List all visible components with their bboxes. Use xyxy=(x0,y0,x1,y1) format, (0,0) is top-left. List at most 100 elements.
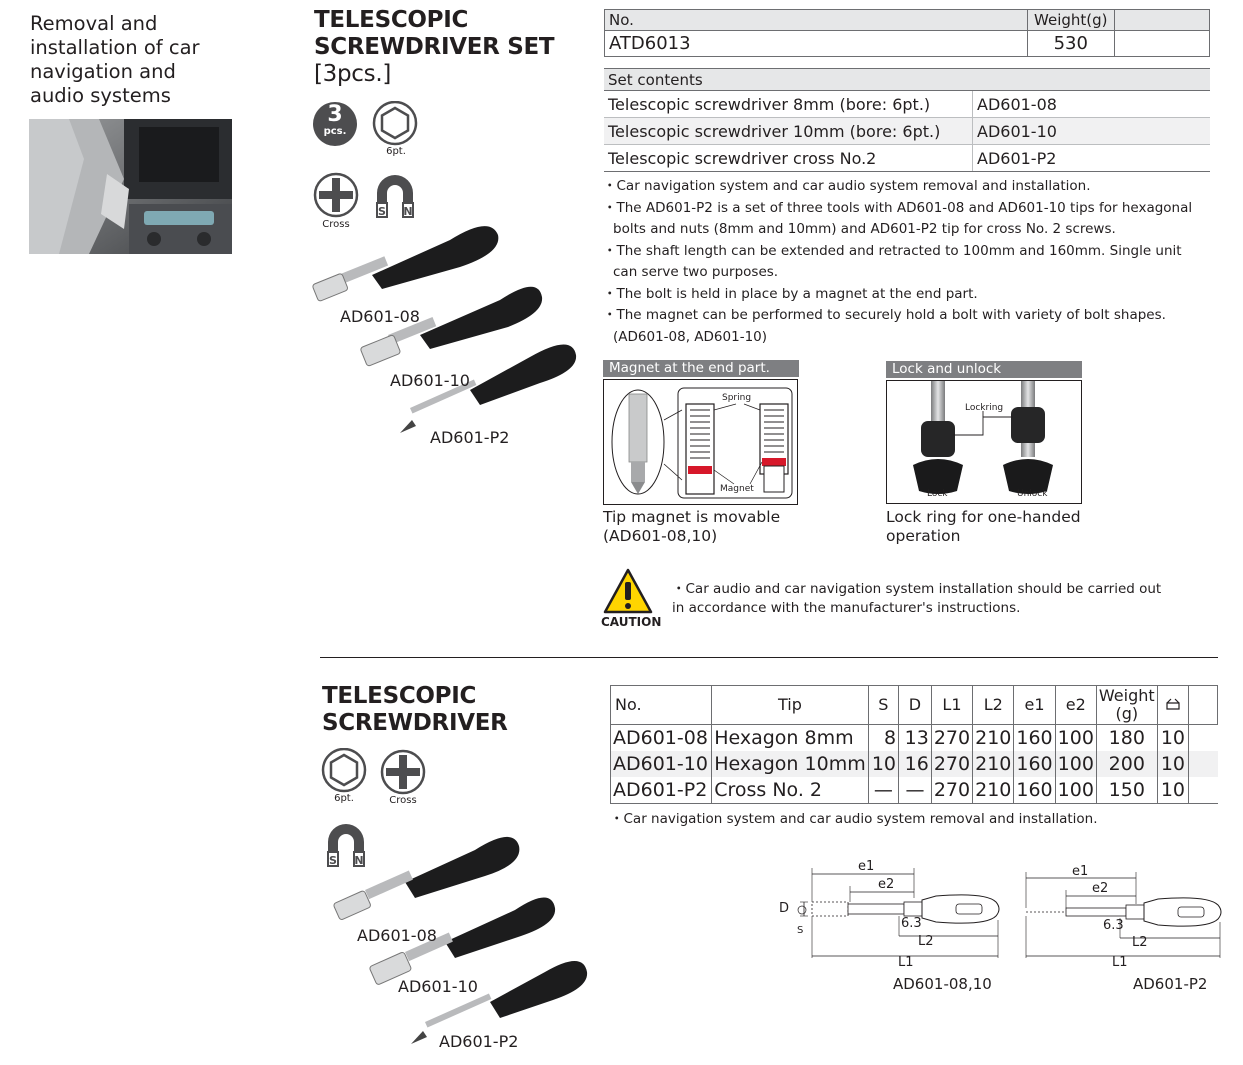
spec-tip: Hexagon 10mm xyxy=(711,751,869,777)
spec-qty: 10 xyxy=(1156,777,1189,804)
spec-s: 8 xyxy=(867,724,899,751)
spec-tip: Hexagon 8mm xyxy=(711,724,869,751)
weight-header-line-2: (g) xyxy=(1115,704,1139,723)
lockring-label: Lockring xyxy=(965,403,1004,413)
set-weight: 530 xyxy=(1026,30,1115,57)
content-name: Telescopic screwdriver 10mm (bore: 6pt.) xyxy=(604,117,973,145)
set-number: ATD6013 xyxy=(604,30,1028,57)
spec-tip: Cross No. 2 xyxy=(711,777,869,804)
spec-l1: 270 xyxy=(930,724,973,751)
single-feature-list: ・Car navigation system and car audio sys… xyxy=(610,809,1210,831)
lock-figure-label: Lock and unlock xyxy=(886,361,1082,378)
magnet-label: Magnet xyxy=(720,484,754,494)
single-tool-label-ad601-08: AD601-08 xyxy=(357,926,437,945)
cross-tip-icon xyxy=(313,172,359,218)
caption-line: (AD601-08,10) xyxy=(603,527,718,545)
hexagon-6pt-icon xyxy=(320,747,368,796)
set-feature-list: ・Car navigation system and car audio sys… xyxy=(603,176,1203,348)
col-header-s: S xyxy=(867,685,900,725)
set-title-line-3: [3pcs.] xyxy=(314,61,392,87)
screwdriver-ad601-p2-image xyxy=(411,961,588,1044)
spec-d: 13 xyxy=(898,724,932,751)
list-item: ・The shaft length can be extended and re… xyxy=(603,242,1182,281)
screwdriver-ad601-08-image xyxy=(333,836,520,920)
col-header-d: D xyxy=(898,685,932,725)
col-header-e2: e2 xyxy=(1054,685,1097,725)
set-tool-label-ad601-10: AD601-10 xyxy=(390,371,470,390)
content-name: Telescopic screwdriver cross No.2 xyxy=(604,144,973,172)
cross-icon-label: Cross xyxy=(389,795,417,806)
spec-d: 16 xyxy=(898,751,932,777)
svg-text:S: S xyxy=(329,854,337,867)
screwdriver-ad601-08-image xyxy=(312,226,499,302)
cross-diagram-caption: AD601-P2 xyxy=(1133,975,1208,993)
set-title: TELESCOPIC SCREWDRIVER SET [3pcs.] xyxy=(314,7,574,88)
list-item: ・The magnet can be performed to securely… xyxy=(603,307,1166,345)
spec-weight: 180 xyxy=(1095,724,1158,751)
list-item: ・The AD601-P2 is a set of three tools wi… xyxy=(603,199,1193,238)
spec-e1: 160 xyxy=(1013,777,1056,804)
table-row: AD601-08 Hexagon 8mm 8 13 270 210 160 10… xyxy=(609,724,1218,751)
list-item: ・Car navigation system and car audio sys… xyxy=(610,811,1098,827)
dim-6-3: 6.3 xyxy=(1103,918,1124,933)
set-tool-label-ad601-p2: AD601-P2 xyxy=(430,428,510,447)
content-code: AD601-08 xyxy=(972,90,1210,118)
magnet-figure-label: Magnet at the end part. xyxy=(603,360,799,377)
cross-icon-label: Cross xyxy=(322,219,350,230)
content-code: AD601-P2 xyxy=(972,144,1210,172)
caution-label: CAUTION xyxy=(601,615,662,629)
spec-table: No. Tip S D L1 L2 e1 e2 Weight (g) AD601… xyxy=(609,685,1218,804)
single-tool-label-ad601-10: AD601-10 xyxy=(398,977,478,996)
section-divider xyxy=(320,657,1218,658)
col-header-no: No. xyxy=(609,685,713,725)
spec-l1: 270 xyxy=(930,777,973,804)
caution-text: ・Car audio and car navigation system ins… xyxy=(672,581,1162,616)
table-row: Telescopic screwdriver 10mm (bore: 6pt.)… xyxy=(604,117,1210,145)
spec-no: AD601-P2 xyxy=(609,777,712,804)
intro-description: Removal and installation of car navigati… xyxy=(30,12,200,107)
spec-e2: 100 xyxy=(1054,777,1097,804)
unlock-state-label: Unlock xyxy=(1017,489,1048,499)
col-header-weight: Weight (g) xyxy=(1095,685,1158,725)
dim-l2: L2 xyxy=(1132,935,1148,950)
spec-e2: 100 xyxy=(1054,751,1097,777)
svg-text:N: N xyxy=(403,205,412,218)
spec-e1: 160 xyxy=(1013,751,1056,777)
set-contents-table: Set contents Telescopic screwdriver 8mm … xyxy=(604,68,1210,172)
col-header-qty xyxy=(1156,685,1190,725)
screwdriver-ad601-p2-image xyxy=(400,344,577,433)
spec-l2: 210 xyxy=(972,751,1014,777)
lock-figure-caption: Lock ring for one-handed operation xyxy=(886,508,1106,546)
table-row: Telescopic screwdriver 8mm (bore: 6pt.) … xyxy=(604,90,1210,118)
set-tool-label-ad601-08: AD601-08 xyxy=(340,307,420,326)
weight-header-line-1: Weight xyxy=(1098,686,1155,705)
dim-e1: e1 xyxy=(858,859,875,874)
dim-l1: L1 xyxy=(898,955,914,970)
lock-state-label: Lock xyxy=(927,489,948,499)
spec-qty: 10 xyxy=(1156,724,1189,751)
single-screwdrivers-illustration xyxy=(333,836,588,1044)
spec-weight: 200 xyxy=(1095,751,1158,777)
screwdriver-ad601-10-image xyxy=(369,897,556,985)
caption-line: Tip magnet is movable xyxy=(603,508,781,526)
magnet-icon: S N xyxy=(373,171,417,219)
table-row: AD601-P2 Cross No. 2 — — 270 210 160 100… xyxy=(609,777,1218,804)
dim-e1: e1 xyxy=(1072,864,1089,879)
spec-l2: 210 xyxy=(972,777,1014,804)
pcs-badge-number: 3 xyxy=(327,102,343,127)
screwdriver-ad601-10-image xyxy=(360,286,543,367)
hex-icon-label: 6pt. xyxy=(334,793,354,804)
col-header-tip: Tip xyxy=(711,685,869,725)
set-title-line-2: SCREWDRIVER SET xyxy=(314,34,555,60)
table-row: AD601-10 Hexagon 10mm 10 16 270 210 160 … xyxy=(609,751,1218,777)
spec-s: 10 xyxy=(867,751,899,777)
single-tool-label-ad601-p2: AD601-P2 xyxy=(439,1032,519,1051)
dim-e2: e2 xyxy=(878,877,895,892)
spec-weight: 150 xyxy=(1095,777,1158,804)
spec-e1: 160 xyxy=(1013,724,1056,751)
spec-s: — xyxy=(867,777,899,804)
cross-tip-icon xyxy=(380,749,426,795)
hex-icon-label: 6pt. xyxy=(386,146,406,157)
table-row: Telescopic screwdriver cross No.2 AD601-… xyxy=(604,144,1210,172)
caption-line: Lock ring for one-handed xyxy=(886,508,1081,526)
